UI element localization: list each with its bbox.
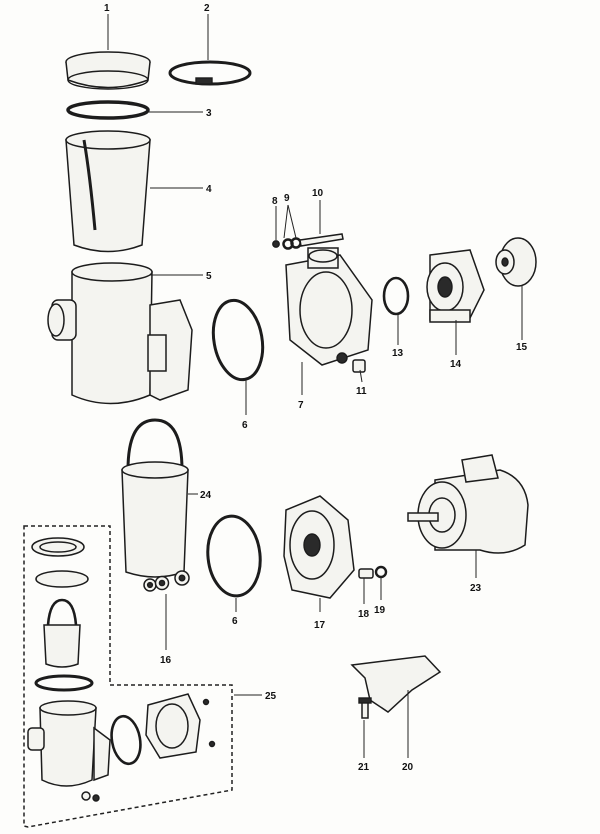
callout-6-upper: 6 — [242, 420, 248, 431]
pump-housing — [47, 262, 193, 405]
motor — [407, 454, 529, 554]
strainer-basket — [65, 130, 151, 253]
callout-13: 13 — [392, 348, 404, 359]
clamp-ring — [168, 60, 252, 86]
strainer-lid — [65, 51, 151, 90]
callout-25: 25 — [265, 691, 277, 702]
callout-2: 2 — [204, 3, 210, 14]
callout-5: 5 — [206, 271, 212, 282]
callout-6-lower: 6 — [232, 616, 238, 627]
callout-16: 16 — [160, 655, 172, 666]
drain-plug — [336, 352, 366, 373]
housing-gasket-lower — [206, 514, 262, 598]
kit-housing — [27, 700, 111, 802]
leader-lines — [107, 14, 523, 758]
lid-o-ring — [66, 100, 150, 120]
callout-10: 10 — [312, 188, 324, 199]
callout-1: 1 — [104, 3, 110, 14]
callout-7: 7 — [298, 400, 304, 411]
callout-15: 15 — [516, 342, 528, 353]
callout-23: 23 — [470, 583, 482, 594]
diffuser — [426, 249, 485, 323]
kit-lid — [35, 570, 89, 588]
callout-3: 3 — [206, 108, 212, 119]
base-screw — [358, 697, 372, 719]
callout-9: 9 — [284, 193, 290, 204]
callout-4: 4 — [206, 184, 212, 195]
callout-19: 19 — [374, 605, 386, 616]
kit-lock-ring — [31, 537, 85, 557]
callout-21: 21 — [358, 762, 370, 773]
callout-8: 8 — [272, 196, 278, 207]
callout-24: 24 — [200, 490, 212, 501]
kit-seal-plate — [145, 693, 216, 759]
seal-plate-adapter — [285, 247, 373, 366]
strainer-basket-with-handle — [121, 418, 189, 578]
callout-18: 18 — [358, 609, 370, 620]
housing-gasket-upper — [211, 298, 265, 382]
callout-17: 17 — [314, 620, 326, 631]
motor-base — [350, 655, 442, 713]
impeller — [495, 237, 537, 287]
kit-o-ring — [34, 674, 94, 692]
kit-gasket — [110, 714, 142, 766]
callout-20: 20 — [402, 762, 414, 773]
bolt-and-washer — [358, 565, 388, 579]
callout-labels: 1 2 3 4 5 6 6 7 8 9 10 11 13 14 15 16 17… — [104, 3, 528, 773]
callout-11: 11 — [356, 386, 367, 397]
kit-basket — [43, 598, 81, 668]
shaft-seal — [143, 570, 190, 592]
kit-outline — [23, 525, 233, 828]
callout-14: 14 — [450, 359, 462, 370]
seal-plate — [283, 495, 355, 599]
diffuser-o-ring — [382, 276, 410, 316]
bolt-washer-set — [272, 233, 344, 250]
